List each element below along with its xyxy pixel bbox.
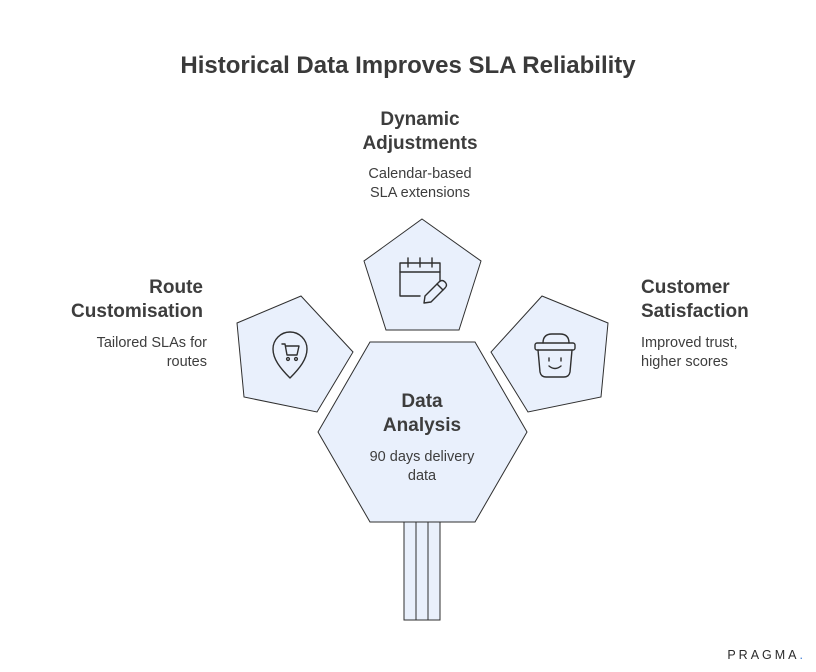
heading-line: Satisfaction	[641, 301, 749, 322]
route-customisation-description: Tailored SLAs for routes	[20, 334, 207, 372]
heading-line: Adjustments	[362, 133, 478, 154]
heading-line: Analysis	[382, 415, 462, 436]
brand-name: PRAGMA	[727, 648, 800, 662]
data-analysis-heading: Data Analysis	[322, 390, 522, 438]
route-customisation-heading: Route Customisation	[20, 276, 203, 324]
center-hexagon	[317, 341, 528, 523]
desc-line: SLA extensions	[370, 185, 470, 201]
dynamic-adjustments-description: Calendar-based SLA extensions	[300, 165, 540, 203]
brand-logo: PRAGMA.	[727, 648, 806, 662]
desc-line: routes	[166, 354, 207, 370]
desc-line: Tailored SLAs for	[96, 335, 207, 351]
heading-line: Data	[401, 391, 443, 412]
stem	[403, 521, 441, 621]
heading-line: Customisation	[71, 301, 203, 322]
diagram-title: Historical Data Improves SLA Reliability	[180, 52, 636, 79]
heading-line: Customer	[641, 277, 730, 298]
desc-line: higher scores	[641, 354, 729, 370]
right-pentagon	[490, 295, 609, 413]
calendar-edit-icon	[399, 257, 448, 304]
desc-line: 90 days delivery	[369, 449, 475, 465]
data-analysis-description: 90 days delivery data	[322, 448, 522, 486]
heading-line: Route	[149, 277, 203, 298]
dynamic-adjustments-heading: Dynamic Adjustments	[300, 108, 540, 156]
location-cart-icon	[272, 331, 308, 379]
desc-line: Improved trust,	[641, 335, 738, 351]
smiling-basket-icon	[534, 333, 576, 378]
desc-line: data	[407, 468, 437, 484]
brand-dot: .	[799, 648, 806, 662]
desc-line: Calendar-based	[368, 166, 472, 182]
customer-satisfaction-description: Improved trust, higher scores	[641, 334, 811, 372]
heading-line: Dynamic	[380, 109, 460, 130]
customer-satisfaction-heading: Customer Satisfaction	[641, 276, 811, 324]
top-pentagon	[363, 218, 482, 331]
left-pentagon	[236, 295, 354, 413]
